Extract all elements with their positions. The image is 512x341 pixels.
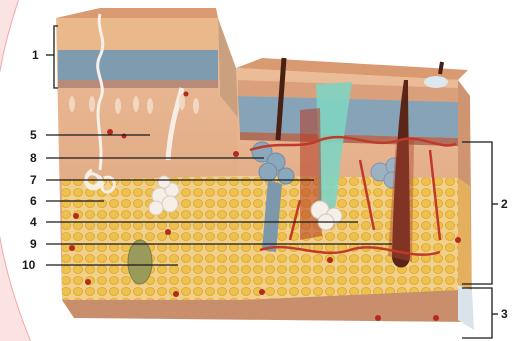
left-basal-layer [58,80,218,88]
left-epidermis [58,18,218,52]
label-2: 2 [501,197,508,211]
pore-opening [424,76,448,88]
label-10: 10 [22,258,36,272]
label-7: 7 [30,173,37,187]
label-4: 4 [30,215,37,229]
label-6: 6 [30,194,37,208]
label-3: 3 [501,307,508,321]
background-arc-fill [0,0,30,341]
left-column-top [56,8,218,18]
label-1: 1 [32,48,39,62]
pacinian-corpuscle [128,240,152,284]
label-5: 5 [30,128,37,142]
hair-shaft-right-top [440,62,442,74]
left-stratum-layer [58,50,218,82]
label-9: 9 [30,237,37,251]
bottom-right-glass [458,285,474,330]
label-8: 8 [30,151,37,165]
